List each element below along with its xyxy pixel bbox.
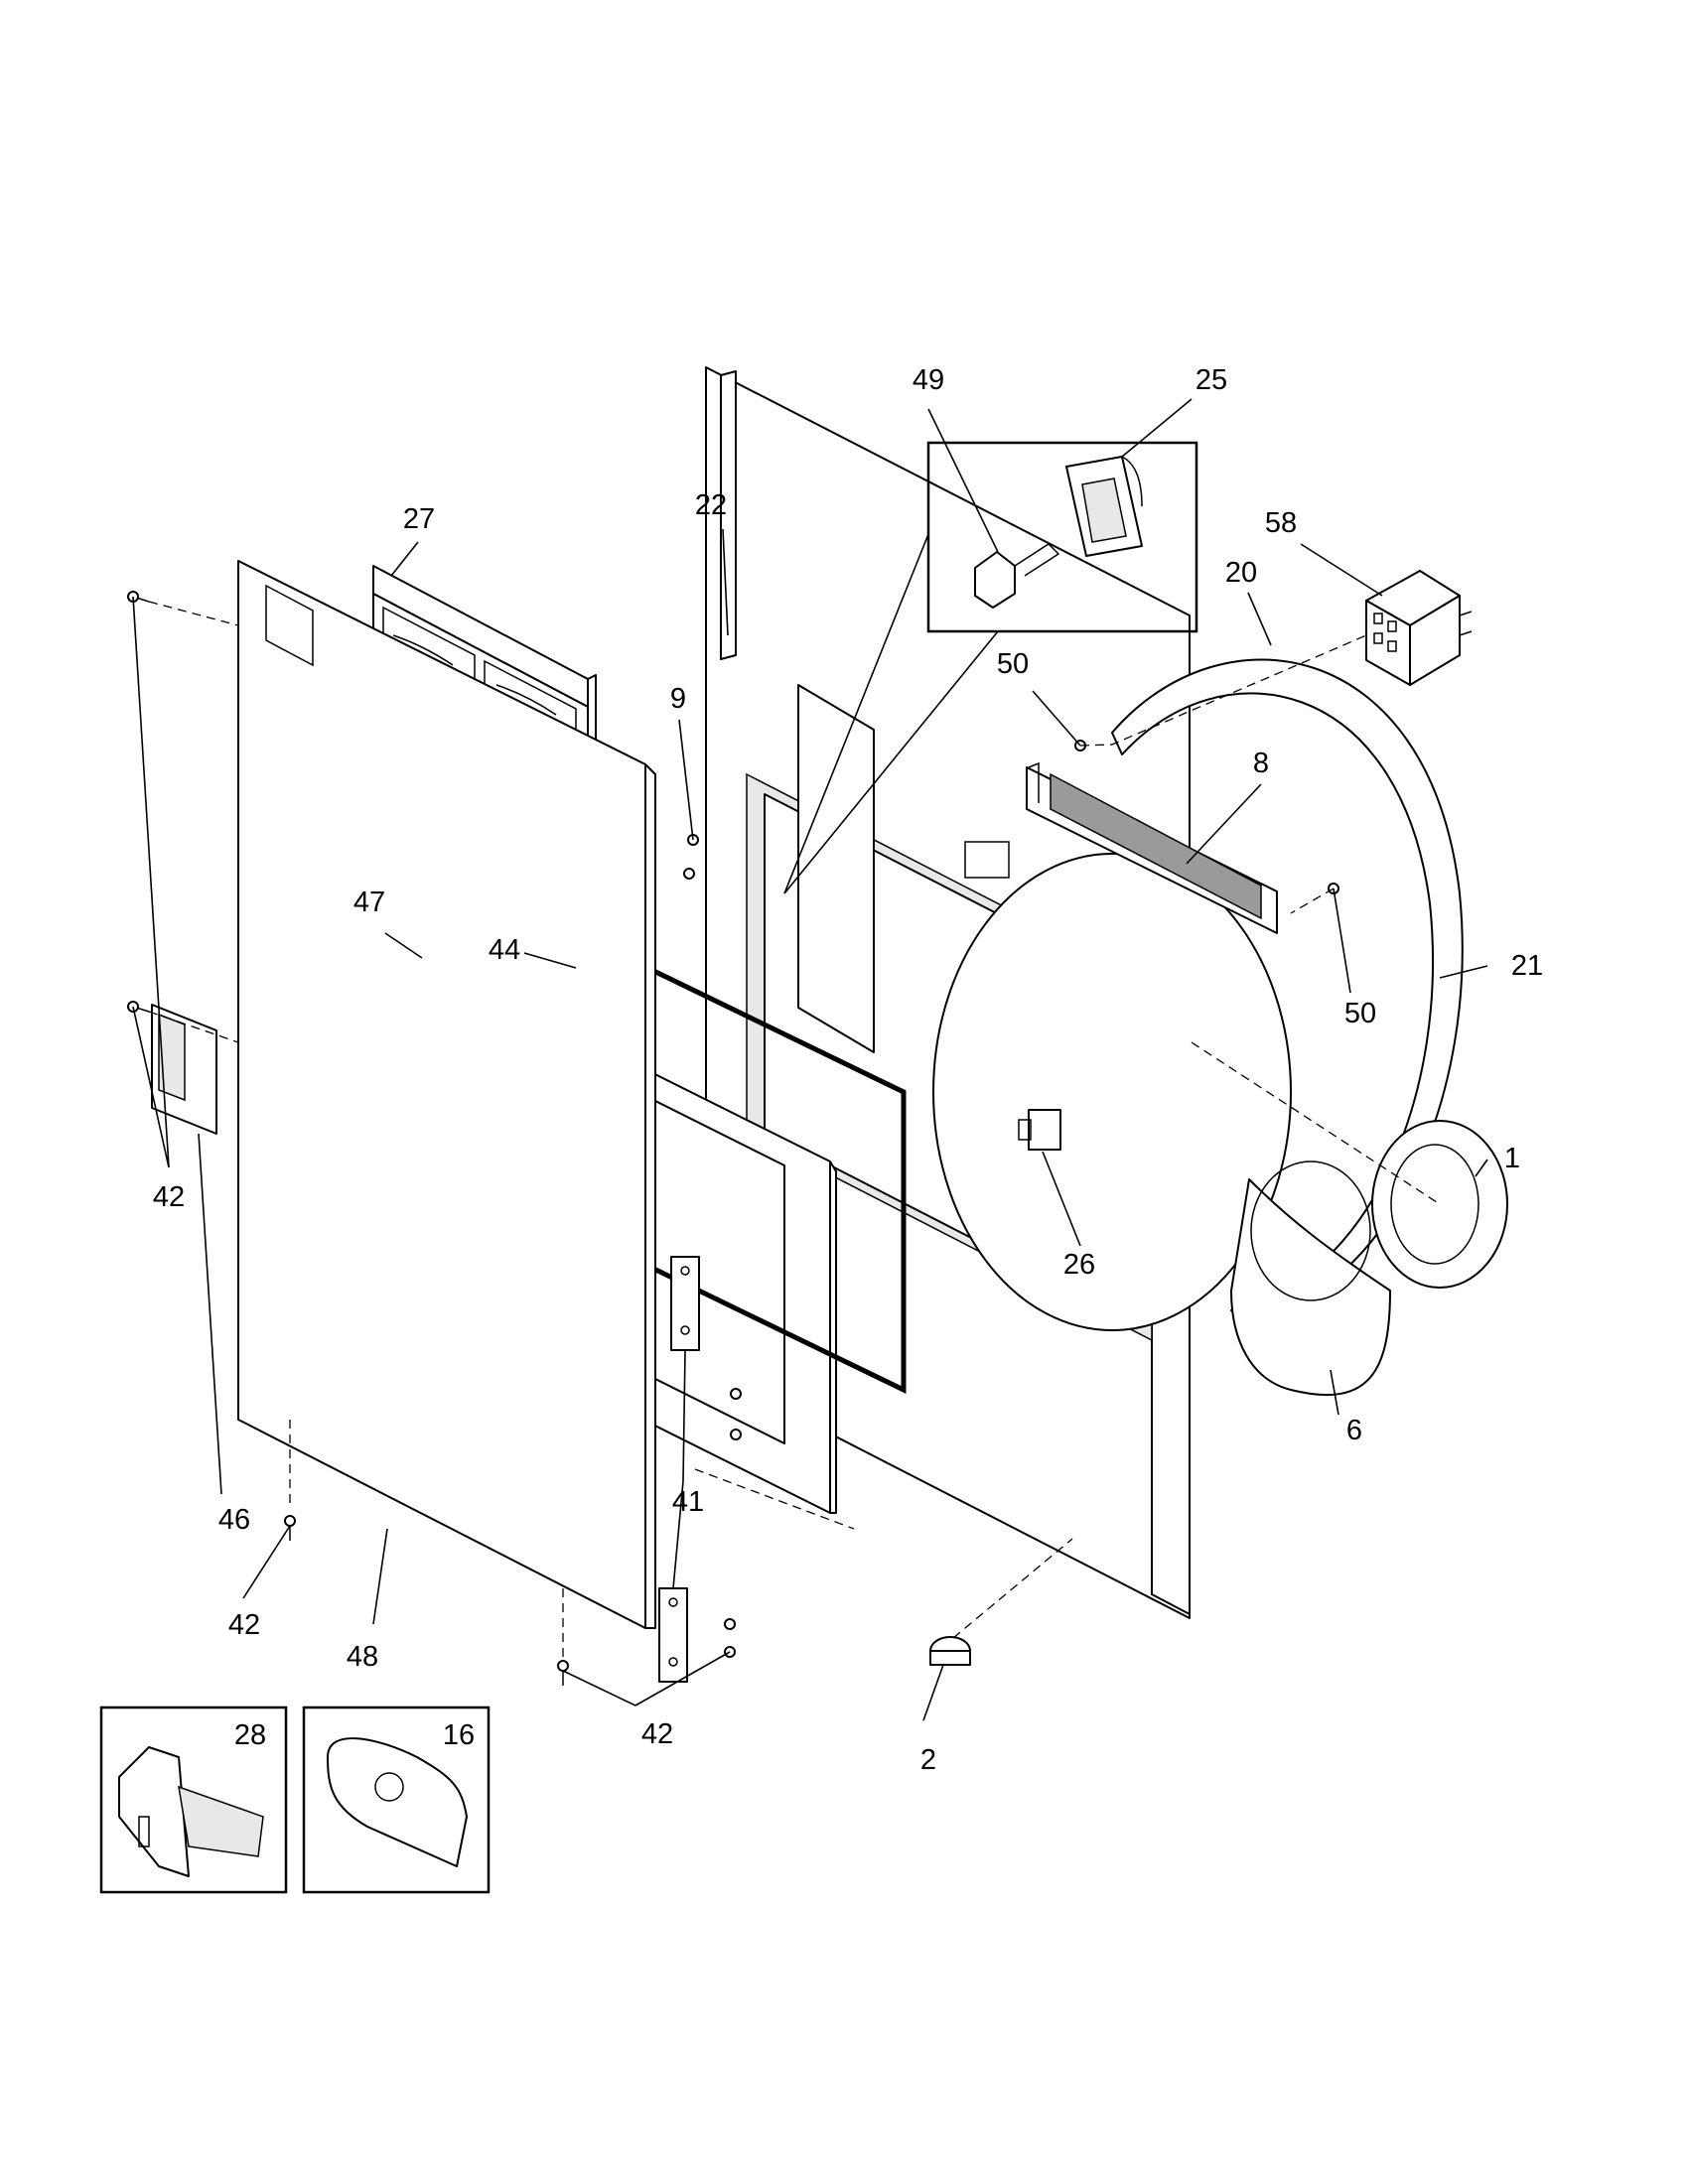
part-9-pin[interactable] (683, 834, 699, 880)
part-41-upper-hinge[interactable] (670, 1256, 700, 1351)
callout-8: 8 (1253, 748, 1269, 779)
part-8-lint-screen-housing[interactable] (1026, 761, 1278, 934)
part-drum-assembly (932, 853, 1292, 1331)
part-26-door-switch[interactable] (1018, 1109, 1061, 1151)
callout-16: 16 (443, 1719, 475, 1751)
inset-28-frame (99, 1706, 288, 1894)
part-46-door-handle[interactable] (151, 1004, 217, 1135)
callout-20: 20 (1225, 557, 1257, 589)
part-1-seal-ring[interactable] (1371, 1120, 1508, 1289)
part-58-switch[interactable] (1365, 570, 1473, 686)
callout-leader-lines (132, 398, 1488, 1721)
callout-28: 28 (234, 1719, 266, 1751)
callout-21: 21 (1511, 950, 1543, 982)
callout-1: 1 (1504, 1143, 1520, 1174)
callout-42-bottom: 42 (641, 1718, 673, 1750)
callout-labels: 49 25 22 27 58 20 9 50 8 47 44 50 21 1 4… (153, 364, 1543, 1776)
part-42-screw-bottom-left[interactable] (284, 1515, 296, 1541)
callout-25: 25 (1196, 364, 1227, 396)
callout-9: 9 (670, 683, 686, 715)
callout-49: 49 (913, 364, 944, 396)
part-2-foot[interactable] (929, 1636, 971, 1666)
part-41-lower-hinge[interactable] (658, 1587, 688, 1683)
part-25-bezel[interactable] (1065, 456, 1143, 557)
callout-42-left: 42 (153, 1181, 185, 1213)
part-28-door-catch[interactable] (118, 1746, 264, 1877)
callout-48: 48 (347, 1641, 378, 1673)
assembly-dashed-lines (148, 601, 1441, 1658)
callout-47: 47 (353, 887, 385, 918)
callout-50-top: 50 (997, 648, 1029, 680)
callout-50-right: 50 (1344, 998, 1376, 1029)
inset-49-25-frame (783, 441, 1198, 894)
part-42-screw-mid-left[interactable] (127, 1001, 150, 1013)
callout-27: 27 (403, 503, 435, 535)
callout-44: 44 (489, 934, 520, 966)
callout-42-bottom-left: 42 (228, 1609, 260, 1641)
part-48-outer-door[interactable] (237, 560, 656, 1629)
inset-16-frame (302, 1706, 491, 1894)
part-6-duct[interactable] (1230, 1160, 1391, 1396)
callout-58: 58 (1265, 507, 1297, 539)
callout-22: 22 (695, 489, 727, 521)
callout-26: 26 (1063, 1249, 1095, 1281)
callout-2: 2 (920, 1744, 936, 1776)
part-16-clip[interactable] (327, 1737, 468, 1867)
callout-6: 6 (1346, 1415, 1362, 1446)
callout-46: 46 (218, 1504, 250, 1536)
part-49-connector[interactable] (974, 543, 1060, 609)
part-42-screw-upper-left[interactable] (127, 591, 150, 603)
callout-41: 41 (672, 1486, 704, 1518)
